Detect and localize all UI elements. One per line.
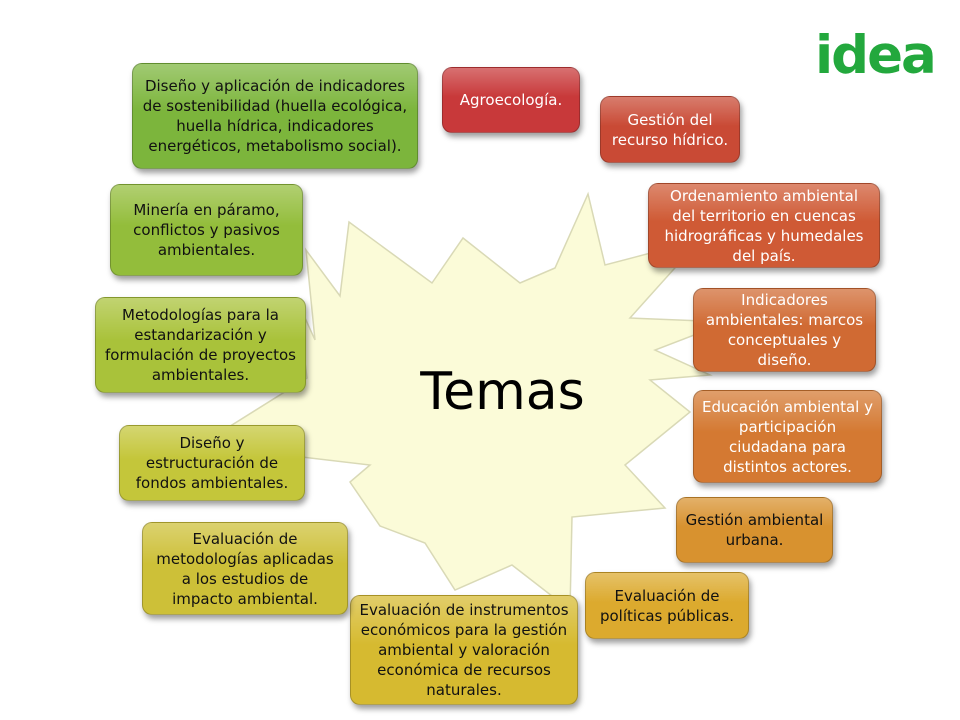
idea-logo: idea [815,25,937,86]
topic-fondos-ambientales: Diseño y estructuración de fondos ambien… [119,425,305,501]
star-burst [197,191,729,612]
topic-agroecologia: Agroecología. [442,67,580,133]
topic-mineria-paramo: Minería en páramo, conflictos y pasivos … [110,184,303,276]
topic-evaluacion-metodologias: Evaluación de metodologías aplicadas a l… [142,522,348,615]
topic-indicadores-ambientales: Indicadores ambientales: marcos conceptu… [693,288,876,372]
topic-gestion-recurso-hidrico: Gestión del recurso hídrico. [600,96,740,163]
topic-indicadores-sostenibilidad: Diseño y aplicación de indicadores de so… [132,63,418,169]
topic-evaluacion-politicas: Evaluación de políticas públicas. [585,572,749,639]
topic-metodologias-estandarizacion: Metodologías para la estandarización y f… [95,297,306,393]
topic-evaluacion-instrumentos: Evaluación de instrumentos económicos pa… [350,595,578,705]
topic-ordenamiento-ambiental: Ordenamiento ambiental del territorio en… [648,183,880,268]
topic-gestion-ambiental-urbana: Gestión ambiental urbana. [676,497,833,563]
topic-educacion-ambiental: Educación ambiental y participación ciud… [693,390,882,483]
center-title: Temas [420,362,585,422]
